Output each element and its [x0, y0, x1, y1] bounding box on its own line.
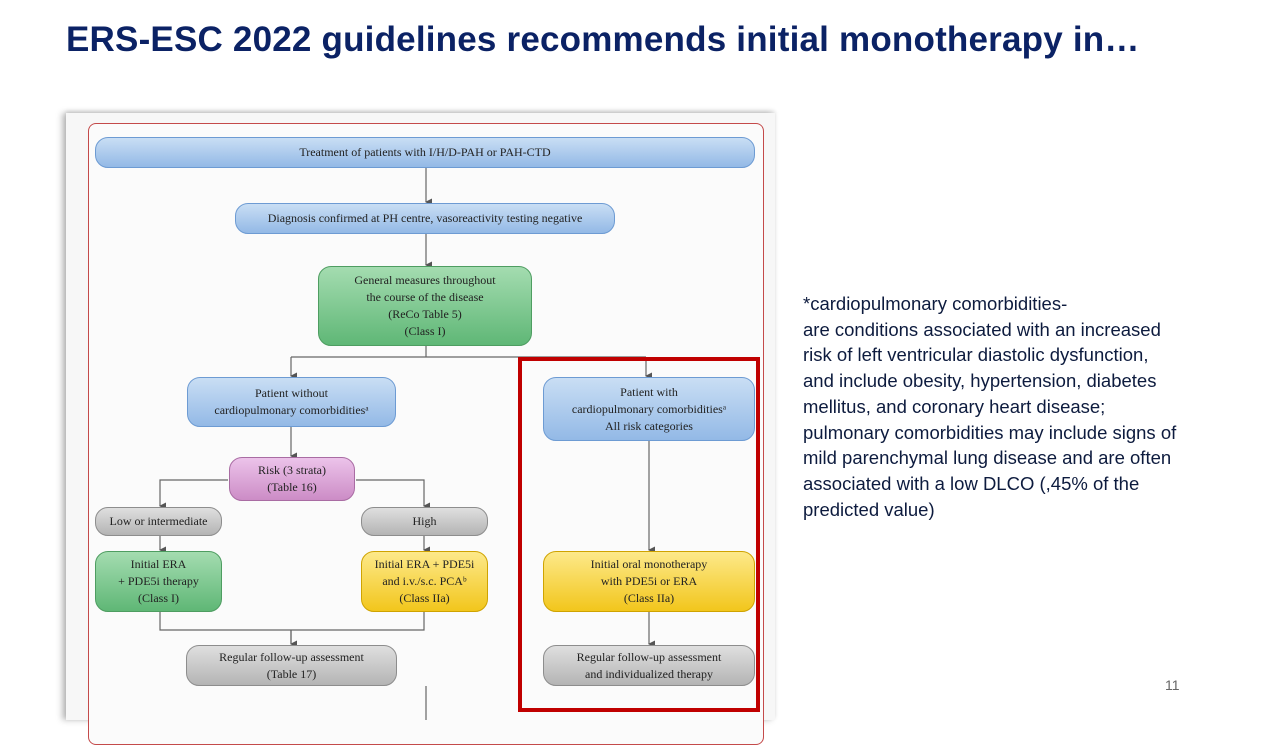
- low-intermediate-box: Low or intermediate: [95, 507, 222, 536]
- note-line: are conditions associated with an increa…: [803, 318, 1161, 340]
- followup-assessment-box: Regular follow-up assessment (Table 17): [186, 645, 397, 686]
- treatment-algorithm-figure: Treatment of patients with I/H/D-PAH or …: [66, 113, 775, 745]
- page-number: 11: [1165, 677, 1180, 693]
- note-line: *cardiopulmonary comorbidities-: [803, 293, 1068, 314]
- patient-without-comorbidities-box: Patient without cardiopulmonary comorbid…: [187, 377, 396, 427]
- slide-title: ERS-ESC 2022 guidelines recommends initi…: [66, 20, 1140, 59]
- general-measures-box: General measures throughout the course o…: [318, 266, 532, 346]
- patient-with-comorbidities-box: Patient with cardiopulmonary comorbiditi…: [543, 377, 755, 441]
- arrow-general-split: [291, 346, 646, 358]
- followup-individualized-box: Regular follow-up assessment and individ…: [543, 645, 755, 686]
- note-line: risk of left ventricular diastolic dysfu…: [803, 344, 1149, 366]
- monotherapy-highlight-box: [518, 357, 760, 712]
- arrow-merge-to-followup: [159, 612, 425, 643]
- treatment-box: Treatment of patients with I/H/D-PAH or …: [95, 137, 755, 168]
- note-line: predicted value): [803, 498, 935, 520]
- note-line: and include obesity, hypertension, diabe…: [803, 370, 1157, 392]
- arrow-risk-to-high: [356, 479, 430, 510]
- note-line: mellitus, and coronary heart disease;: [803, 395, 1106, 417]
- diagnosis-box: Diagnosis confirmed at PH centre, vasore…: [235, 203, 615, 234]
- initial-oral-monotherapy-box: Initial oral monotherapy with PDE5i or E…: [543, 551, 755, 612]
- arrow-risk-to-low: [159, 479, 228, 510]
- high-box: High: [361, 507, 488, 536]
- risk-strata-box: Risk (3 strata) (Table 16): [229, 457, 355, 501]
- note-line: pulmonary comorbidities may include sign…: [803, 421, 1177, 443]
- initial-era-pde5i-pca-box: Initial ERA + PDE5i and i.v./s.c. PCAᵇ (…: [361, 551, 488, 612]
- comorbidities-footnote: *cardiopulmonary comorbidities- are cond…: [803, 291, 1253, 522]
- note-line: associated with a low DLCO (,45% of the: [803, 472, 1140, 494]
- note-line: mild parenchymal lung disease and are of…: [803, 447, 1172, 469]
- initial-era-pde5i-box: Initial ERA + PDE5i therapy (Class I): [95, 551, 222, 612]
